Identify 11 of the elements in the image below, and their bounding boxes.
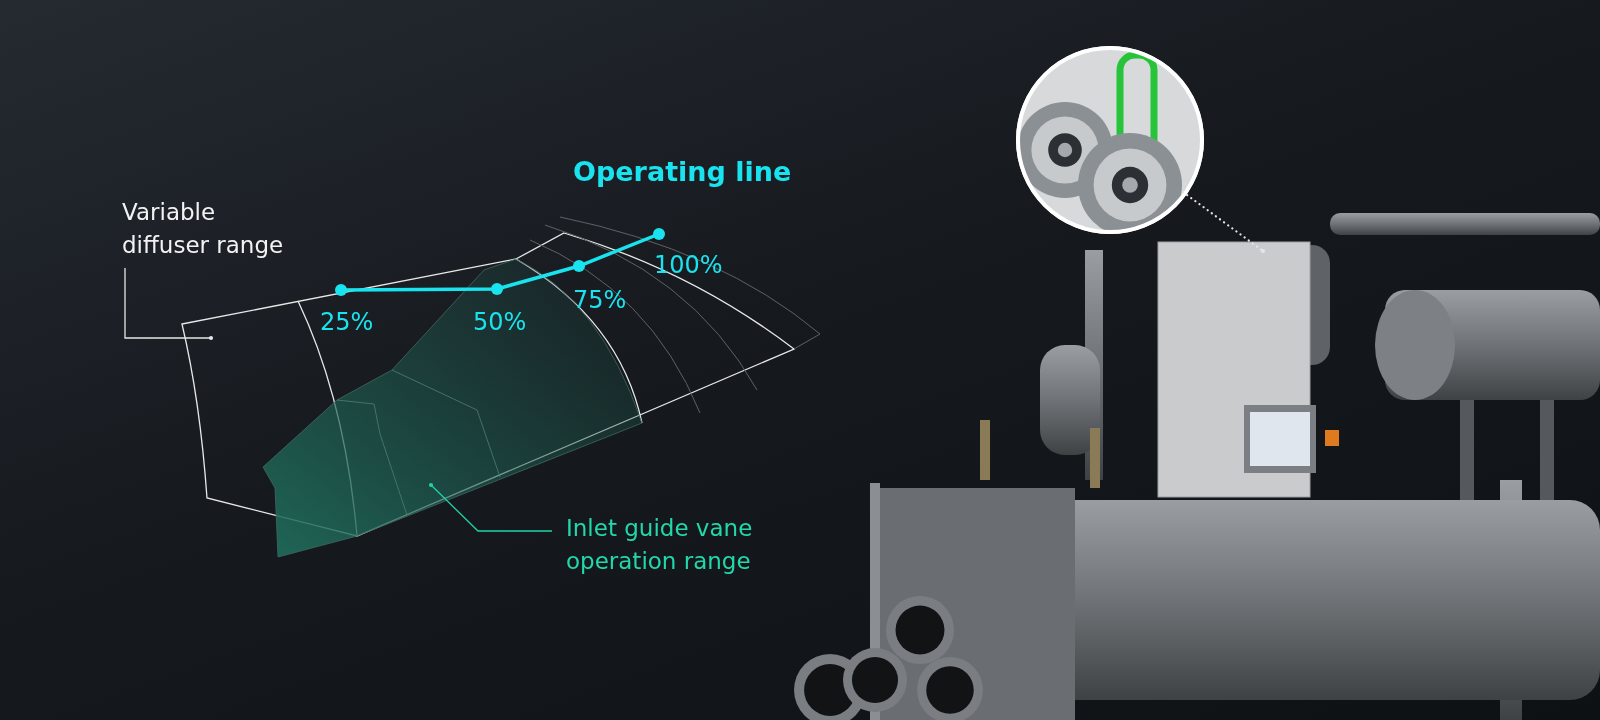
operating-line-label: Operating line [573,155,792,189]
callout-label: Inlet guide vane operation range [566,512,766,579]
percent-label: 75% [573,285,627,316]
percent-label: 50% [473,307,527,338]
leader-line [428,482,553,532]
percent-label: 100% [654,250,723,281]
dotted-leader-line [1181,190,1266,254]
callout-label: Variable diffuser range [122,196,297,263]
leader-line [124,267,214,341]
chiller-drawing [794,213,1600,720]
percent-label: 25% [320,307,374,338]
